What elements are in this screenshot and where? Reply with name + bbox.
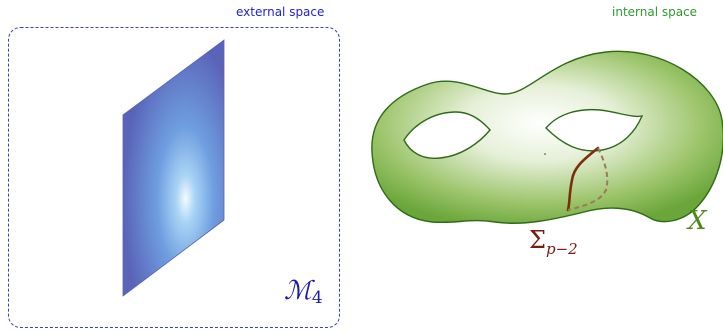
surface-center-dot: [544, 153, 546, 155]
cycle-symbol: Σ: [529, 226, 546, 254]
manifold-symbol: ℳ: [284, 276, 312, 306]
cycle-subscript: p−2: [545, 240, 578, 258]
spacetime-plane: [122, 39, 225, 297]
manifold-m4-label: ℳ4: [284, 276, 323, 308]
cycle-back-arc: [567, 147, 609, 211]
cycle-front-arc: [566, 146, 600, 212]
manifold-subscript: 4: [311, 288, 323, 308]
internal-surface: [371, 50, 723, 224]
external-space-title: external space: [236, 5, 325, 19]
internal-space-x-label: X: [688, 206, 707, 236]
cycle-sigma-label: Σp−2: [529, 226, 578, 258]
internal-space-title: internal space: [612, 5, 698, 19]
